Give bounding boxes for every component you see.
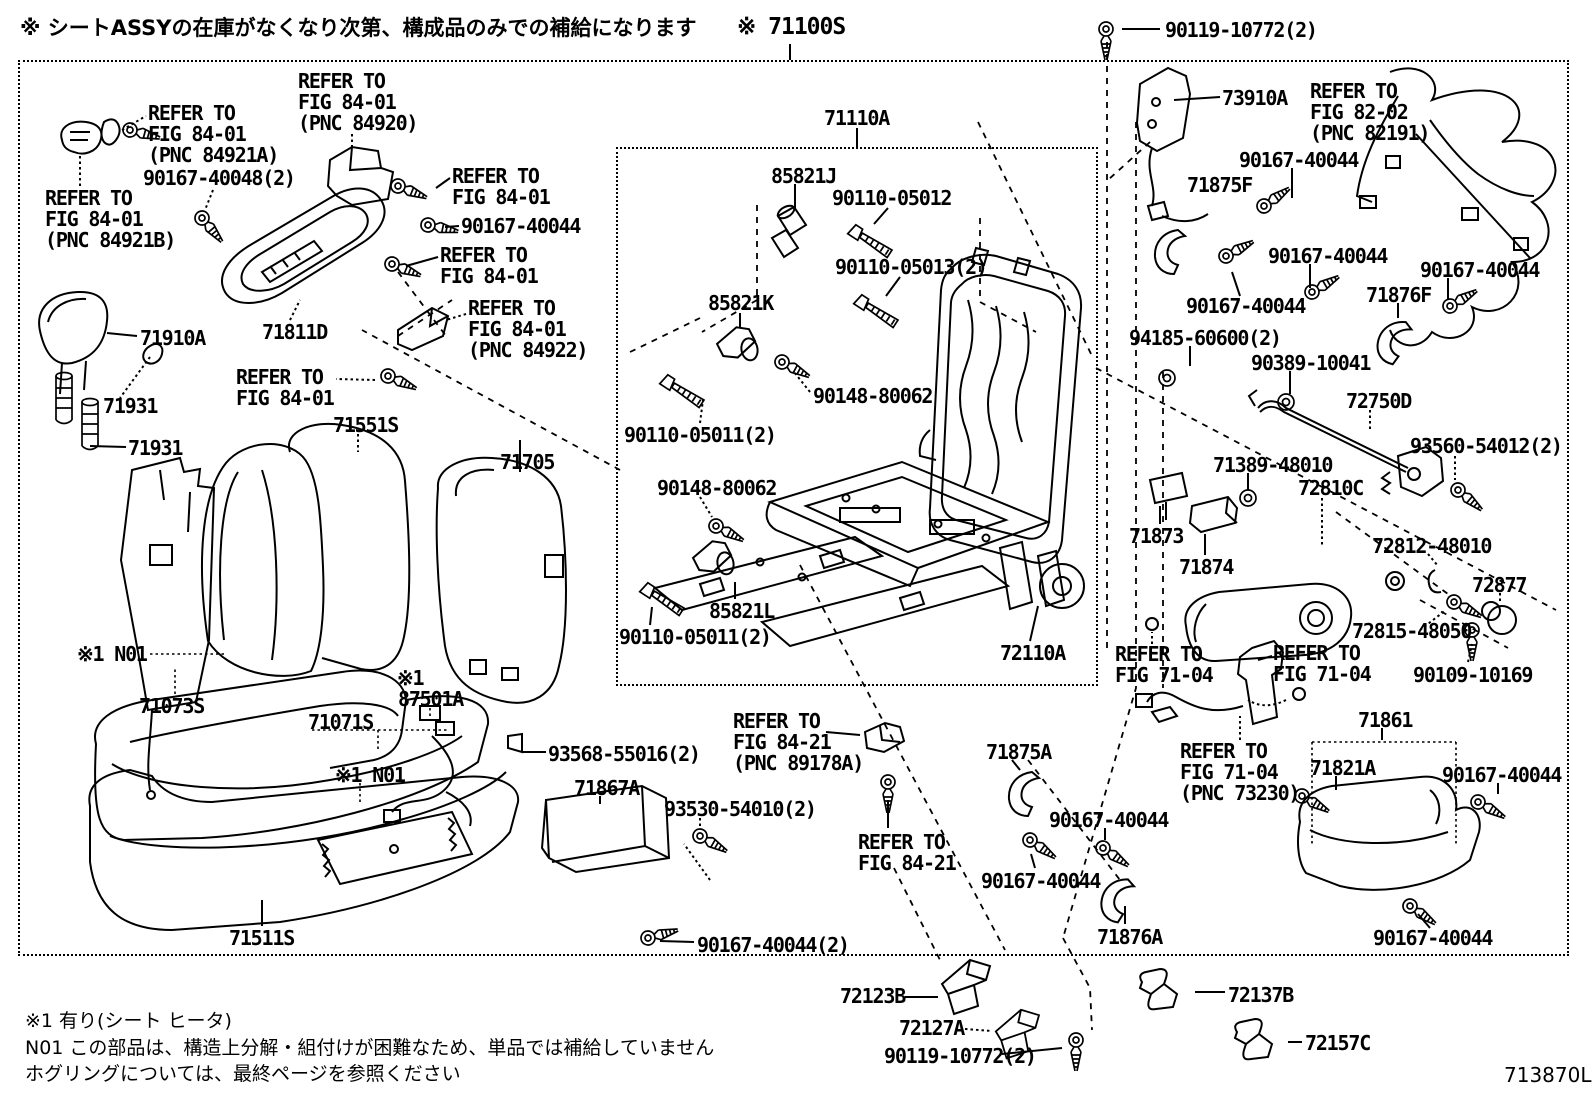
part-label: 71876F bbox=[1366, 283, 1432, 307]
part-label: 72127A bbox=[899, 1016, 965, 1040]
part-label: REFER TO FIG 84-01 bbox=[236, 365, 335, 410]
part-label: REFER TO FIG 84-21 (PNC 89178A) bbox=[733, 709, 864, 775]
part-label: 71389-48010 bbox=[1213, 453, 1333, 477]
part-label: 71705 bbox=[500, 450, 555, 474]
part-label: REFER TO FIG 84-01 (PNC 84922) bbox=[468, 296, 588, 362]
part-label: REFER TO FIG 84-01 (PNC 84921B) bbox=[45, 186, 176, 252]
part-label: 72810C bbox=[1298, 476, 1364, 500]
part-label: 72110A bbox=[1000, 641, 1066, 665]
part-label: 90110-05012 bbox=[832, 186, 952, 210]
part-label: 71876A bbox=[1097, 925, 1163, 949]
part-label: 71931 bbox=[128, 436, 183, 460]
part-label: 85821K bbox=[708, 291, 774, 315]
part-label: 71867A bbox=[574, 776, 640, 800]
footnote-heater: ※1 有り(シート ヒータ) bbox=[25, 1010, 232, 1032]
part-label: REFER TO FIG 84-01 (PNC 84921A) bbox=[148, 101, 279, 167]
part-label: REFER TO FIG 71-04 (PNC 73230) bbox=[1180, 739, 1300, 805]
part-label: 93560-54012(2) bbox=[1410, 434, 1563, 458]
figure-code: 713870L bbox=[1504, 1063, 1592, 1087]
part-label: 90119-10772(2) bbox=[884, 1044, 1037, 1068]
assembly-code-label: ※ 71100S bbox=[737, 14, 846, 40]
part-label: 71874 bbox=[1179, 555, 1234, 579]
footnote-n01: N01 この部品は、構造上分解・組付けが困難なため、単品では補給していません bbox=[25, 1037, 715, 1059]
part-label: 90167-40044 bbox=[1239, 148, 1359, 172]
part-label: REFER TO FIG 84-01 (PNC 84920) bbox=[298, 69, 418, 135]
part-label: 90110-05011(2) bbox=[619, 625, 772, 649]
part-label: 87501A bbox=[398, 687, 464, 711]
part-label: REFER TO FIG 84-01 bbox=[440, 243, 539, 288]
part-label: 90389-10041 bbox=[1251, 351, 1371, 375]
part-label: 90109-10169 bbox=[1413, 663, 1533, 687]
part-label: 72137B bbox=[1228, 983, 1294, 1007]
part-label: 72750D bbox=[1346, 389, 1412, 413]
part-label: 90148-80062 bbox=[813, 384, 933, 408]
part-label: 85821L bbox=[709, 599, 775, 623]
part-label: 72123B bbox=[840, 984, 906, 1008]
part-label: 71073S bbox=[139, 694, 205, 718]
part-label: REFER TO FIG 71-04 bbox=[1273, 641, 1372, 686]
part-label: 94185-60600(2) bbox=[1129, 326, 1282, 350]
diagram-outline-box bbox=[18, 60, 1569, 956]
part-label: 90148-80062 bbox=[657, 476, 777, 500]
part-label: 71861 bbox=[1358, 708, 1413, 732]
part-label: 90167-40044 bbox=[461, 214, 581, 238]
part-label: 71875F bbox=[1187, 173, 1253, 197]
part-label: 71873 bbox=[1129, 524, 1184, 548]
part-label: 90167-40044 bbox=[1268, 244, 1388, 268]
part-label: REFER TO FIG 82-02 (PNC 82191) bbox=[1310, 79, 1430, 145]
part-label: 72815-48050 bbox=[1352, 619, 1472, 643]
part-label: 71821A bbox=[1310, 756, 1376, 780]
part-label: 71910A bbox=[140, 326, 206, 350]
part-label: 90167-40044 bbox=[1442, 763, 1562, 787]
part-label: REFER TO FIG 84-21 bbox=[858, 830, 957, 875]
part-label: 93530-54010(2) bbox=[664, 797, 817, 821]
part-label: 90167-40044 bbox=[1049, 808, 1169, 832]
header-stock-note: ※ シートASSYの在庫がなくなり次第、構成品のみでの補給になります bbox=[20, 16, 697, 40]
part-label: 71811D bbox=[262, 320, 328, 344]
subassembly-box-71110A bbox=[616, 147, 1098, 686]
part-label: 90167-40044 bbox=[1373, 926, 1493, 950]
part-label: 90167-40048(2) bbox=[143, 166, 296, 190]
part-label: 93568-55016(2) bbox=[548, 742, 701, 766]
part-label: ※1 N01 bbox=[335, 763, 406, 787]
part-label: 90167-40044 bbox=[1186, 294, 1306, 318]
part-label: 71110A bbox=[824, 106, 890, 130]
part-label: 90119-10772(2) bbox=[1165, 18, 1318, 42]
part-label: REFER TO FIG 84-01 bbox=[452, 164, 551, 209]
part-label: 72157C bbox=[1305, 1031, 1371, 1055]
part-label: 72812-48010 bbox=[1372, 534, 1492, 558]
part-label: ※1 N01 bbox=[77, 642, 148, 666]
part-label: 85821J bbox=[771, 164, 837, 188]
part-label: 72877 bbox=[1472, 573, 1527, 597]
part-label: 71551S bbox=[333, 413, 399, 437]
part-label: 90110-05011(2) bbox=[624, 423, 777, 447]
part-label: 90167-40044 bbox=[1420, 258, 1540, 282]
part-label: ※1 bbox=[397, 666, 425, 690]
part-label: 71875A bbox=[986, 740, 1052, 764]
part-label: 71511S bbox=[229, 926, 295, 950]
part-label: 71071S bbox=[308, 710, 374, 734]
part-label: 90167-40044(2) bbox=[697, 933, 850, 957]
footnote-hogring: ホグリングについては、最終ページを参照ください bbox=[25, 1063, 461, 1085]
part-label: 90167-40044 bbox=[981, 869, 1101, 893]
part-label: 73910A bbox=[1222, 86, 1288, 110]
part-label: 71931 bbox=[103, 394, 158, 418]
part-label: REFER TO FIG 71-04 bbox=[1115, 642, 1214, 687]
part-label: 90110-05013(2) bbox=[835, 255, 988, 279]
